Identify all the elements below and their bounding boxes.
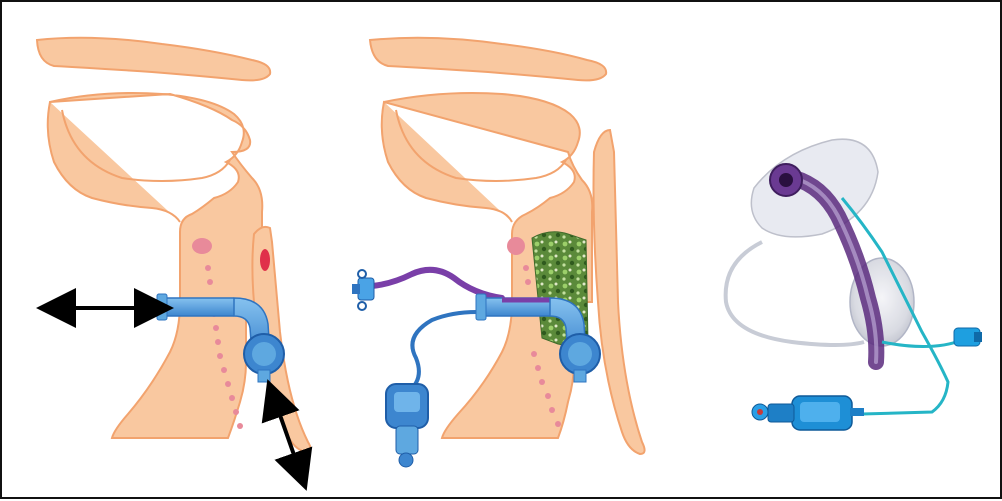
head-tissue	[48, 93, 263, 438]
panel-subglottic-tube	[352, 38, 645, 467]
panel-product-photo	[726, 139, 982, 430]
skull-shape	[370, 38, 606, 81]
mucosa-spot	[192, 238, 212, 254]
pilot-line-loop	[726, 242, 864, 345]
pilot-balloon	[386, 384, 428, 467]
suction-port-connector	[954, 328, 982, 346]
suction-connector	[352, 270, 374, 310]
vessel	[260, 249, 270, 271]
skull-shape	[37, 38, 270, 81]
mucosa-spot	[507, 237, 525, 255]
spine-column	[594, 130, 645, 454]
pilot-balloon-photo	[752, 396, 864, 430]
panel-standard-tube	[37, 38, 311, 472]
